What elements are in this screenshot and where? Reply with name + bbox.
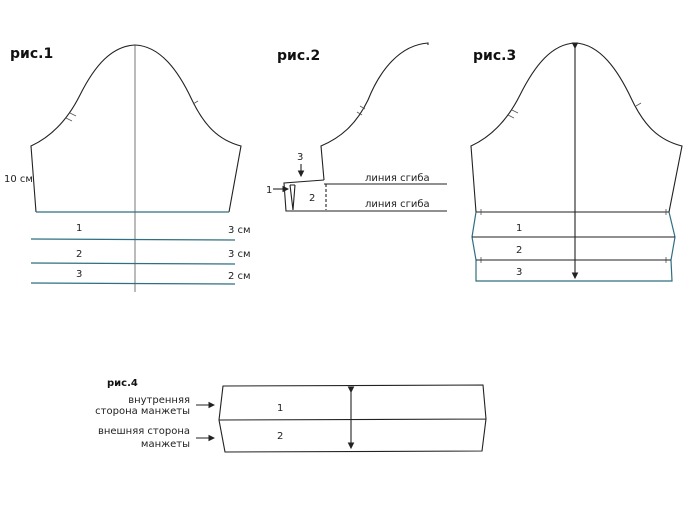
cuff-label: 3 — [516, 267, 522, 278]
strip-number: 3 — [76, 269, 82, 280]
side-length-label: 10 см — [4, 174, 33, 185]
strip-line-3 — [30, 282, 236, 285]
label-1: 1 — [266, 185, 272, 196]
strip-line-2 — [30, 262, 236, 265]
figure-2: рис.2 3 1 2 линия сгиба линия сгиба — [266, 42, 447, 212]
strip-size: 3 см — [228, 249, 251, 260]
figure-2-title: рис.2 — [277, 48, 320, 64]
sleeve-half-outline — [320, 42, 429, 181]
figure-3-title: рис.3 — [473, 48, 516, 64]
label-1: 1 — [277, 403, 283, 414]
figure-3: рис.3 1 2 3 — [470, 42, 683, 282]
tick-marks — [480, 209, 667, 263]
figure-4-title: рис.4 — [107, 378, 138, 389]
cuff-outline — [471, 211, 676, 282]
cuff-rectangle — [218, 384, 487, 453]
sleeve-outline — [470, 42, 683, 213]
cuff-label: 2 — [516, 245, 522, 256]
outer-side-label: внешняя сторона — [98, 426, 190, 437]
figure-1-title: рис.1 — [10, 46, 53, 62]
label-2: 2 — [277, 431, 283, 442]
label-2: 2 — [309, 193, 315, 204]
notch-icon — [356, 105, 366, 116]
sleeve-outline — [30, 44, 242, 213]
strip-size: 2 см — [228, 271, 251, 282]
strip-number: 2 — [76, 249, 82, 260]
strip-size: 3 см — [228, 225, 251, 236]
strip-line-1 — [30, 238, 236, 241]
figure-4: рис.4 внутренняя сторона манжеты внешняя… — [95, 378, 487, 453]
cuff-label: 1 — [516, 223, 522, 234]
label-3: 3 — [297, 152, 303, 163]
fold-line-label: линия сгиба — [365, 173, 430, 184]
cuff-fold — [283, 179, 447, 212]
outer-side-label: манжеты — [141, 439, 190, 450]
inner-side-label: сторона манжеты — [95, 406, 190, 417]
inner-side-label: внутренняя — [128, 395, 190, 406]
fold-line-label: линия сгиба — [365, 199, 430, 210]
figure-1: рис.1 10 см 1 2 3 3 см 3 см 2 см — [4, 44, 251, 292]
strip-number: 1 — [76, 223, 82, 234]
notch-icon — [507, 102, 642, 119]
notch-icon — [65, 100, 199, 122]
